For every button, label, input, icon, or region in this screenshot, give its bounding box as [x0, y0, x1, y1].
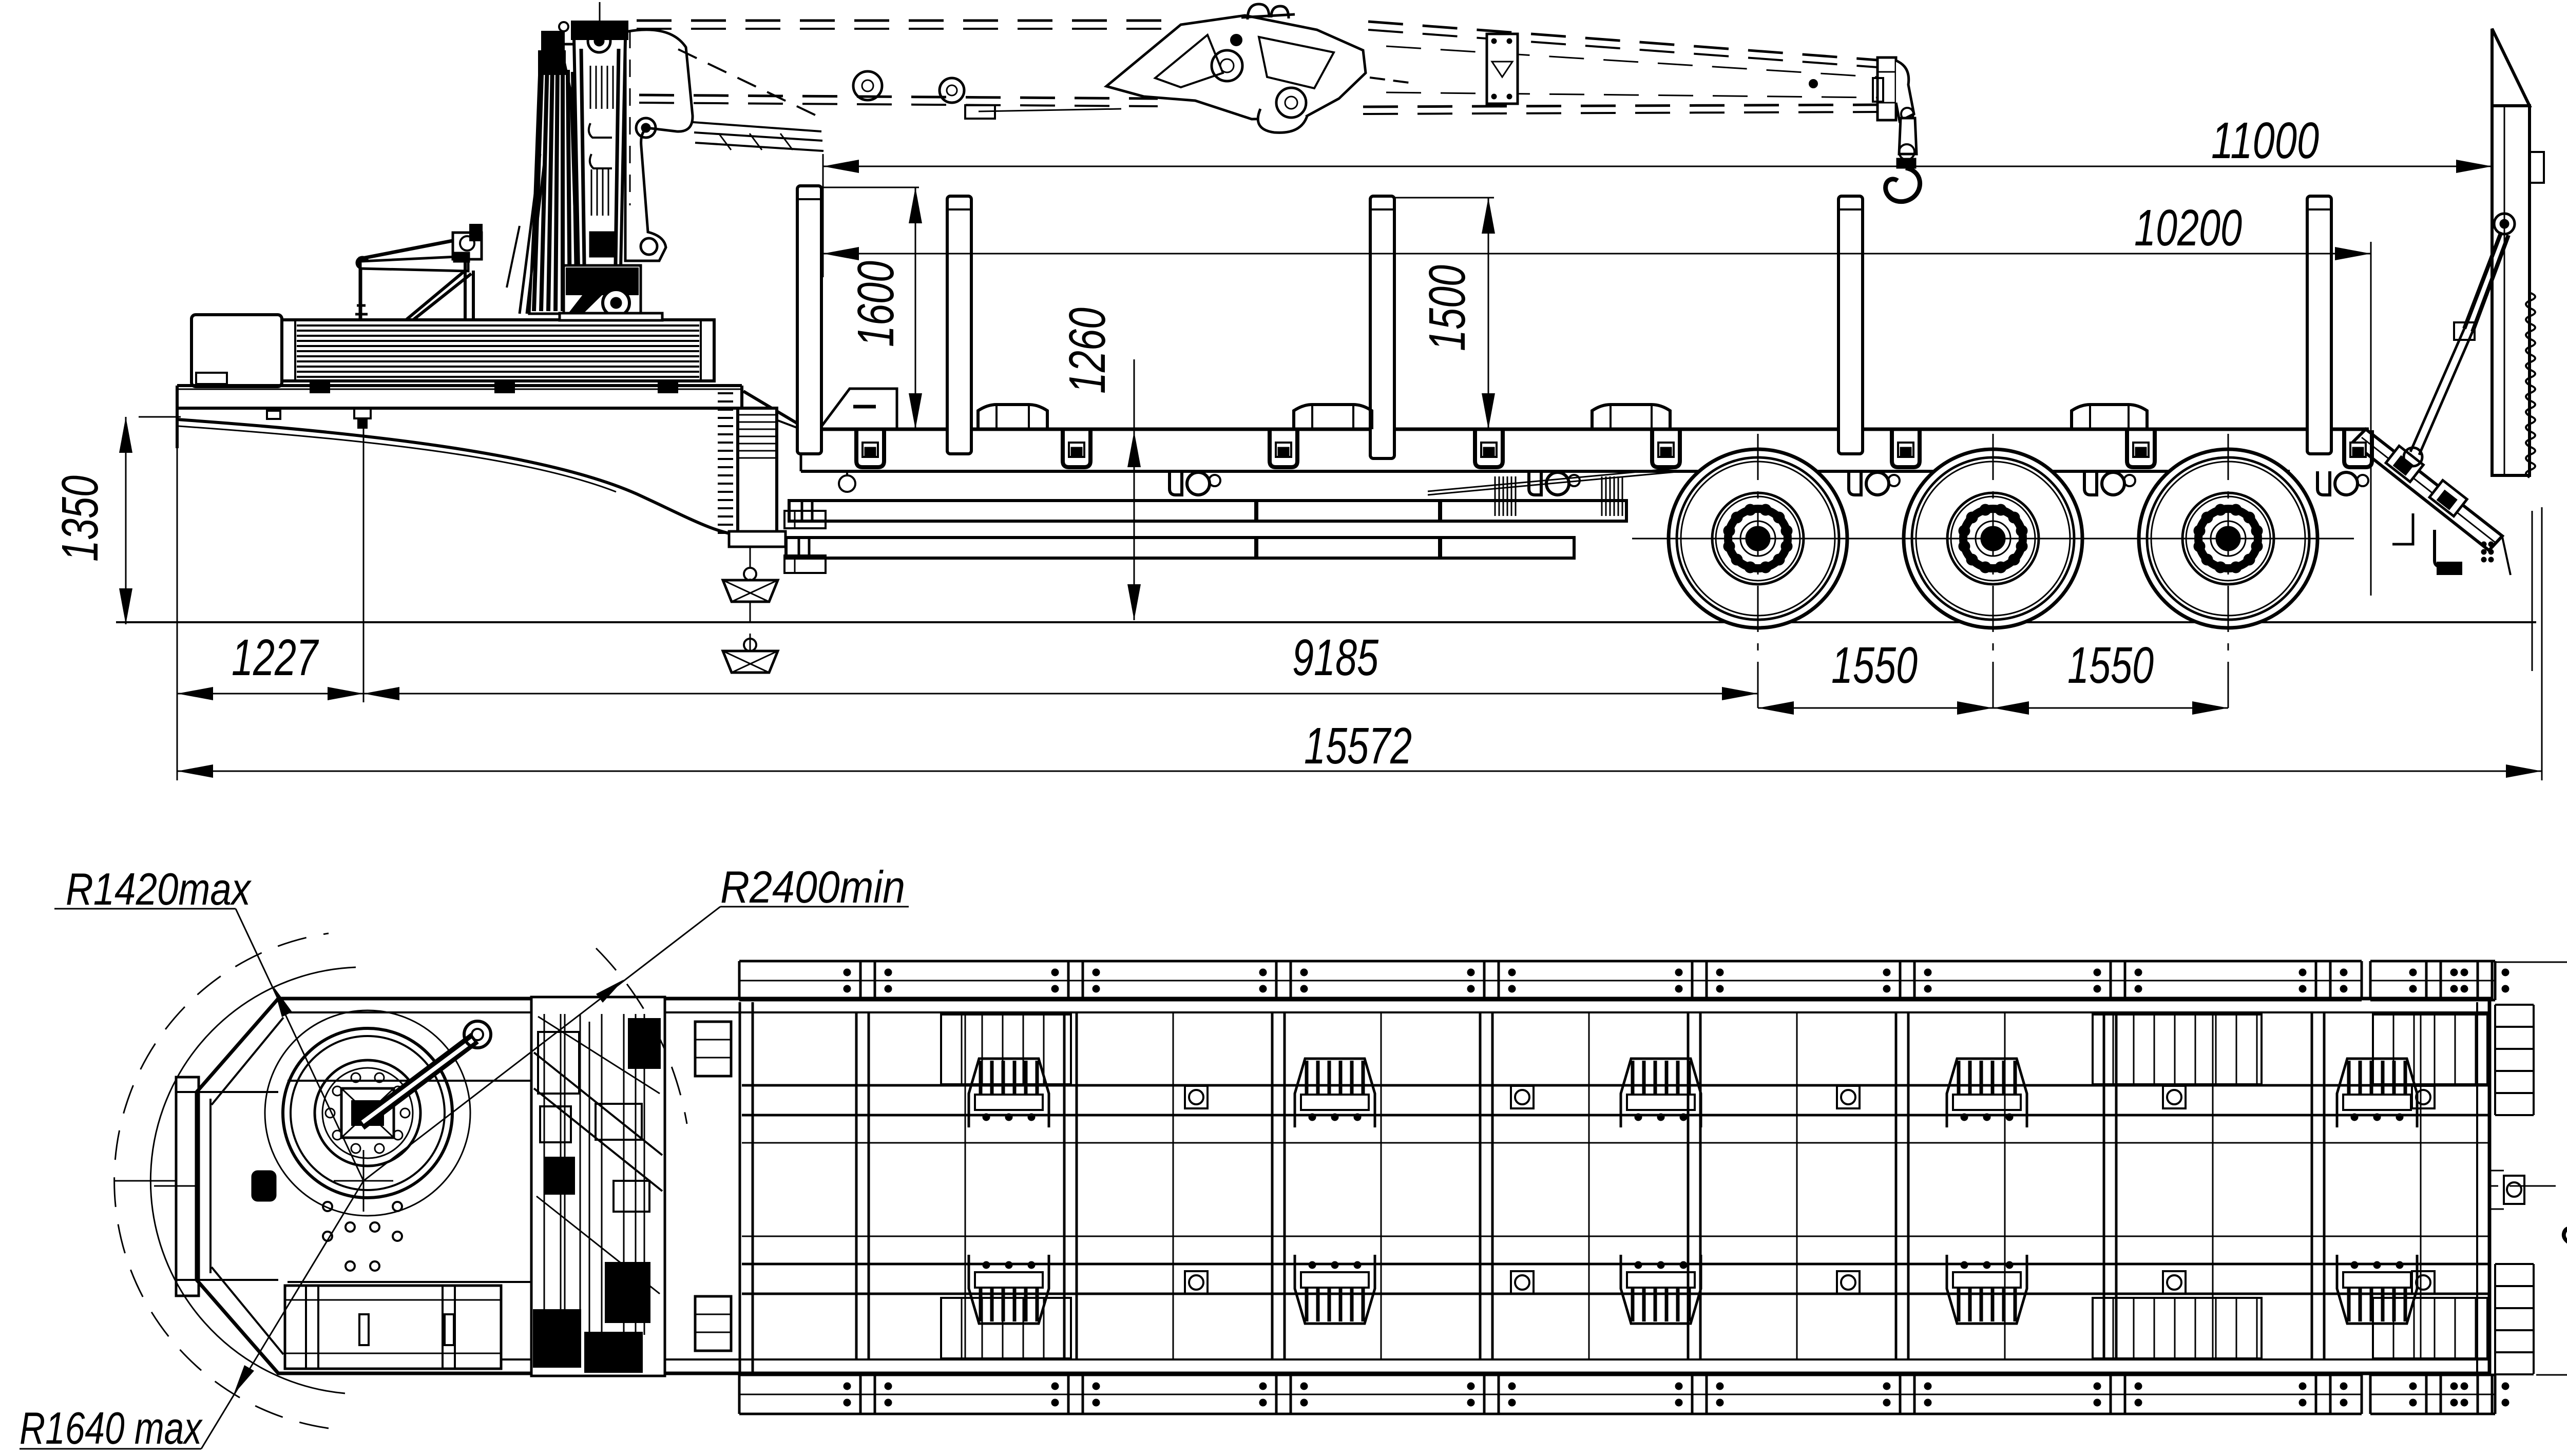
svg-text:1600: 1600 [847, 261, 905, 347]
svg-text:1550: 1550 [2067, 637, 2154, 694]
svg-text:10200: 10200 [2134, 199, 2242, 257]
svg-text:1260: 1260 [1059, 308, 1116, 394]
svg-text:9185: 9185 [1292, 629, 1378, 686]
svg-text:R1640 max: R1640 max [20, 1403, 203, 1453]
svg-text:1350: 1350 [51, 475, 109, 562]
svg-text:11000: 11000 [2211, 112, 2319, 169]
svg-text:1550: 1550 [1831, 637, 1918, 694]
svg-text:1227: 1227 [232, 629, 319, 686]
svg-text:R2400min: R2400min [720, 861, 905, 912]
svg-text:1500: 1500 [1419, 265, 1476, 351]
svg-text:15572: 15572 [1304, 717, 1412, 775]
svg-text:R1420max: R1420max [66, 864, 252, 914]
